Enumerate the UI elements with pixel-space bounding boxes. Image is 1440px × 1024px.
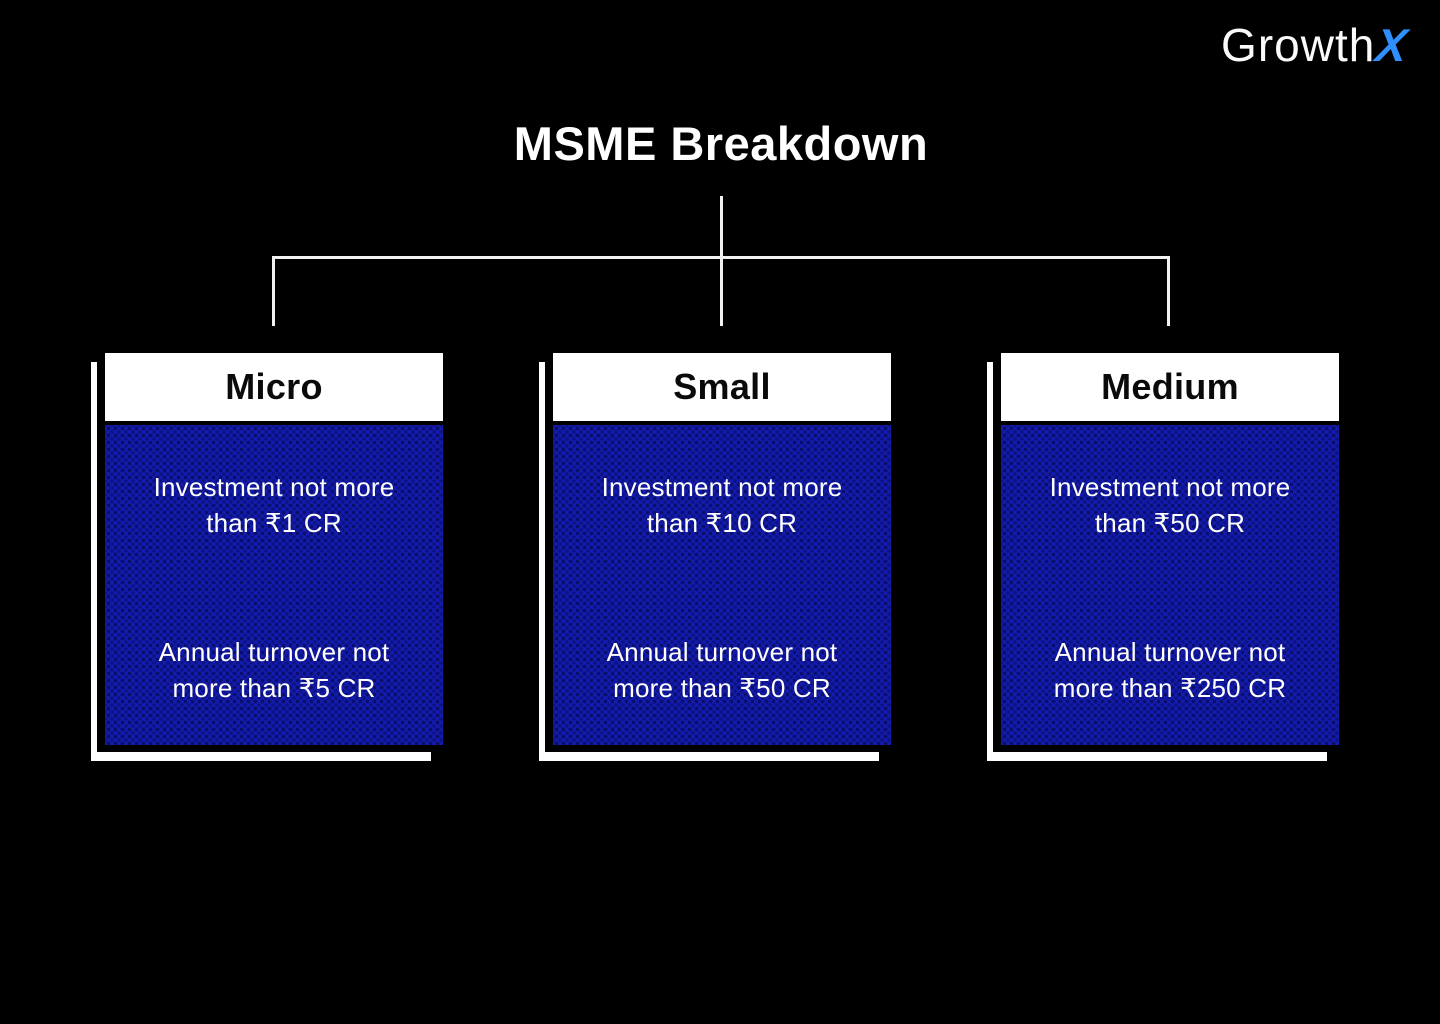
card-medium: Medium Investment not more than ₹50 CR A… xyxy=(987,353,1339,761)
connector-horizontal xyxy=(272,256,1170,259)
page-title: MSME Breakdown xyxy=(513,117,929,170)
turnover-line-2: more than ₹50 CR xyxy=(613,673,831,703)
card-small-header: Small xyxy=(553,353,891,421)
card-micro-body: Investment not more than ₹1 CR Annual tu… xyxy=(105,425,443,745)
card-medium-turnover: Annual turnover not more than ₹250 CR xyxy=(1054,634,1286,706)
card-small-turnover: Annual turnover not more than ₹50 CR xyxy=(607,634,838,706)
investment-line-2: than ₹1 CR xyxy=(206,508,342,538)
turnover-line-1: Annual turnover not xyxy=(1054,637,1286,667)
investment-line-1: Investment not more xyxy=(1049,472,1291,502)
card-small: Small Investment not more than ₹10 CR An… xyxy=(539,353,891,761)
card-small-investment: Investment not more than ₹10 CR xyxy=(602,469,843,541)
logo-x-mark: X xyxy=(1373,19,1411,71)
growthx-logo: GrowthX xyxy=(1221,19,1411,71)
turnover-line-1: Annual turnover not xyxy=(606,637,838,667)
turnover-line-2: more than ₹5 CR xyxy=(172,673,376,703)
card-micro: Micro Investment not more than ₹1 CR Ann… xyxy=(91,353,443,761)
logo-brand-text: Growth xyxy=(1221,19,1376,71)
turnover-line-1: Annual turnover not xyxy=(158,637,390,667)
card-small-body: Investment not more than ₹10 CR Annual t… xyxy=(553,425,891,745)
card-micro-investment: Investment not more than ₹1 CR xyxy=(154,469,395,541)
card-micro-title: Micro xyxy=(225,366,323,407)
card-medium-title: Medium xyxy=(1101,366,1239,407)
card-medium-investment: Investment not more than ₹50 CR xyxy=(1050,469,1291,541)
investment-line-2: than ₹50 CR xyxy=(1094,508,1246,538)
card-small-title: Small xyxy=(673,366,771,407)
investment-line-1: Investment not more xyxy=(153,472,395,502)
investment-line-2: than ₹10 CR xyxy=(646,508,798,538)
card-medium-body: Investment not more than ₹50 CR Annual t… xyxy=(1001,425,1339,745)
card-micro-header: Micro xyxy=(105,353,443,421)
turnover-line-2: more than ₹250 CR xyxy=(1053,673,1287,703)
investment-line-1: Investment not more xyxy=(601,472,843,502)
connector-stem xyxy=(720,196,723,326)
connector-drop-left xyxy=(272,256,275,326)
card-micro-turnover: Annual turnover not more than ₹5 CR xyxy=(159,634,390,706)
card-medium-header: Medium xyxy=(1001,353,1339,421)
connector-drop-right xyxy=(1167,256,1170,326)
